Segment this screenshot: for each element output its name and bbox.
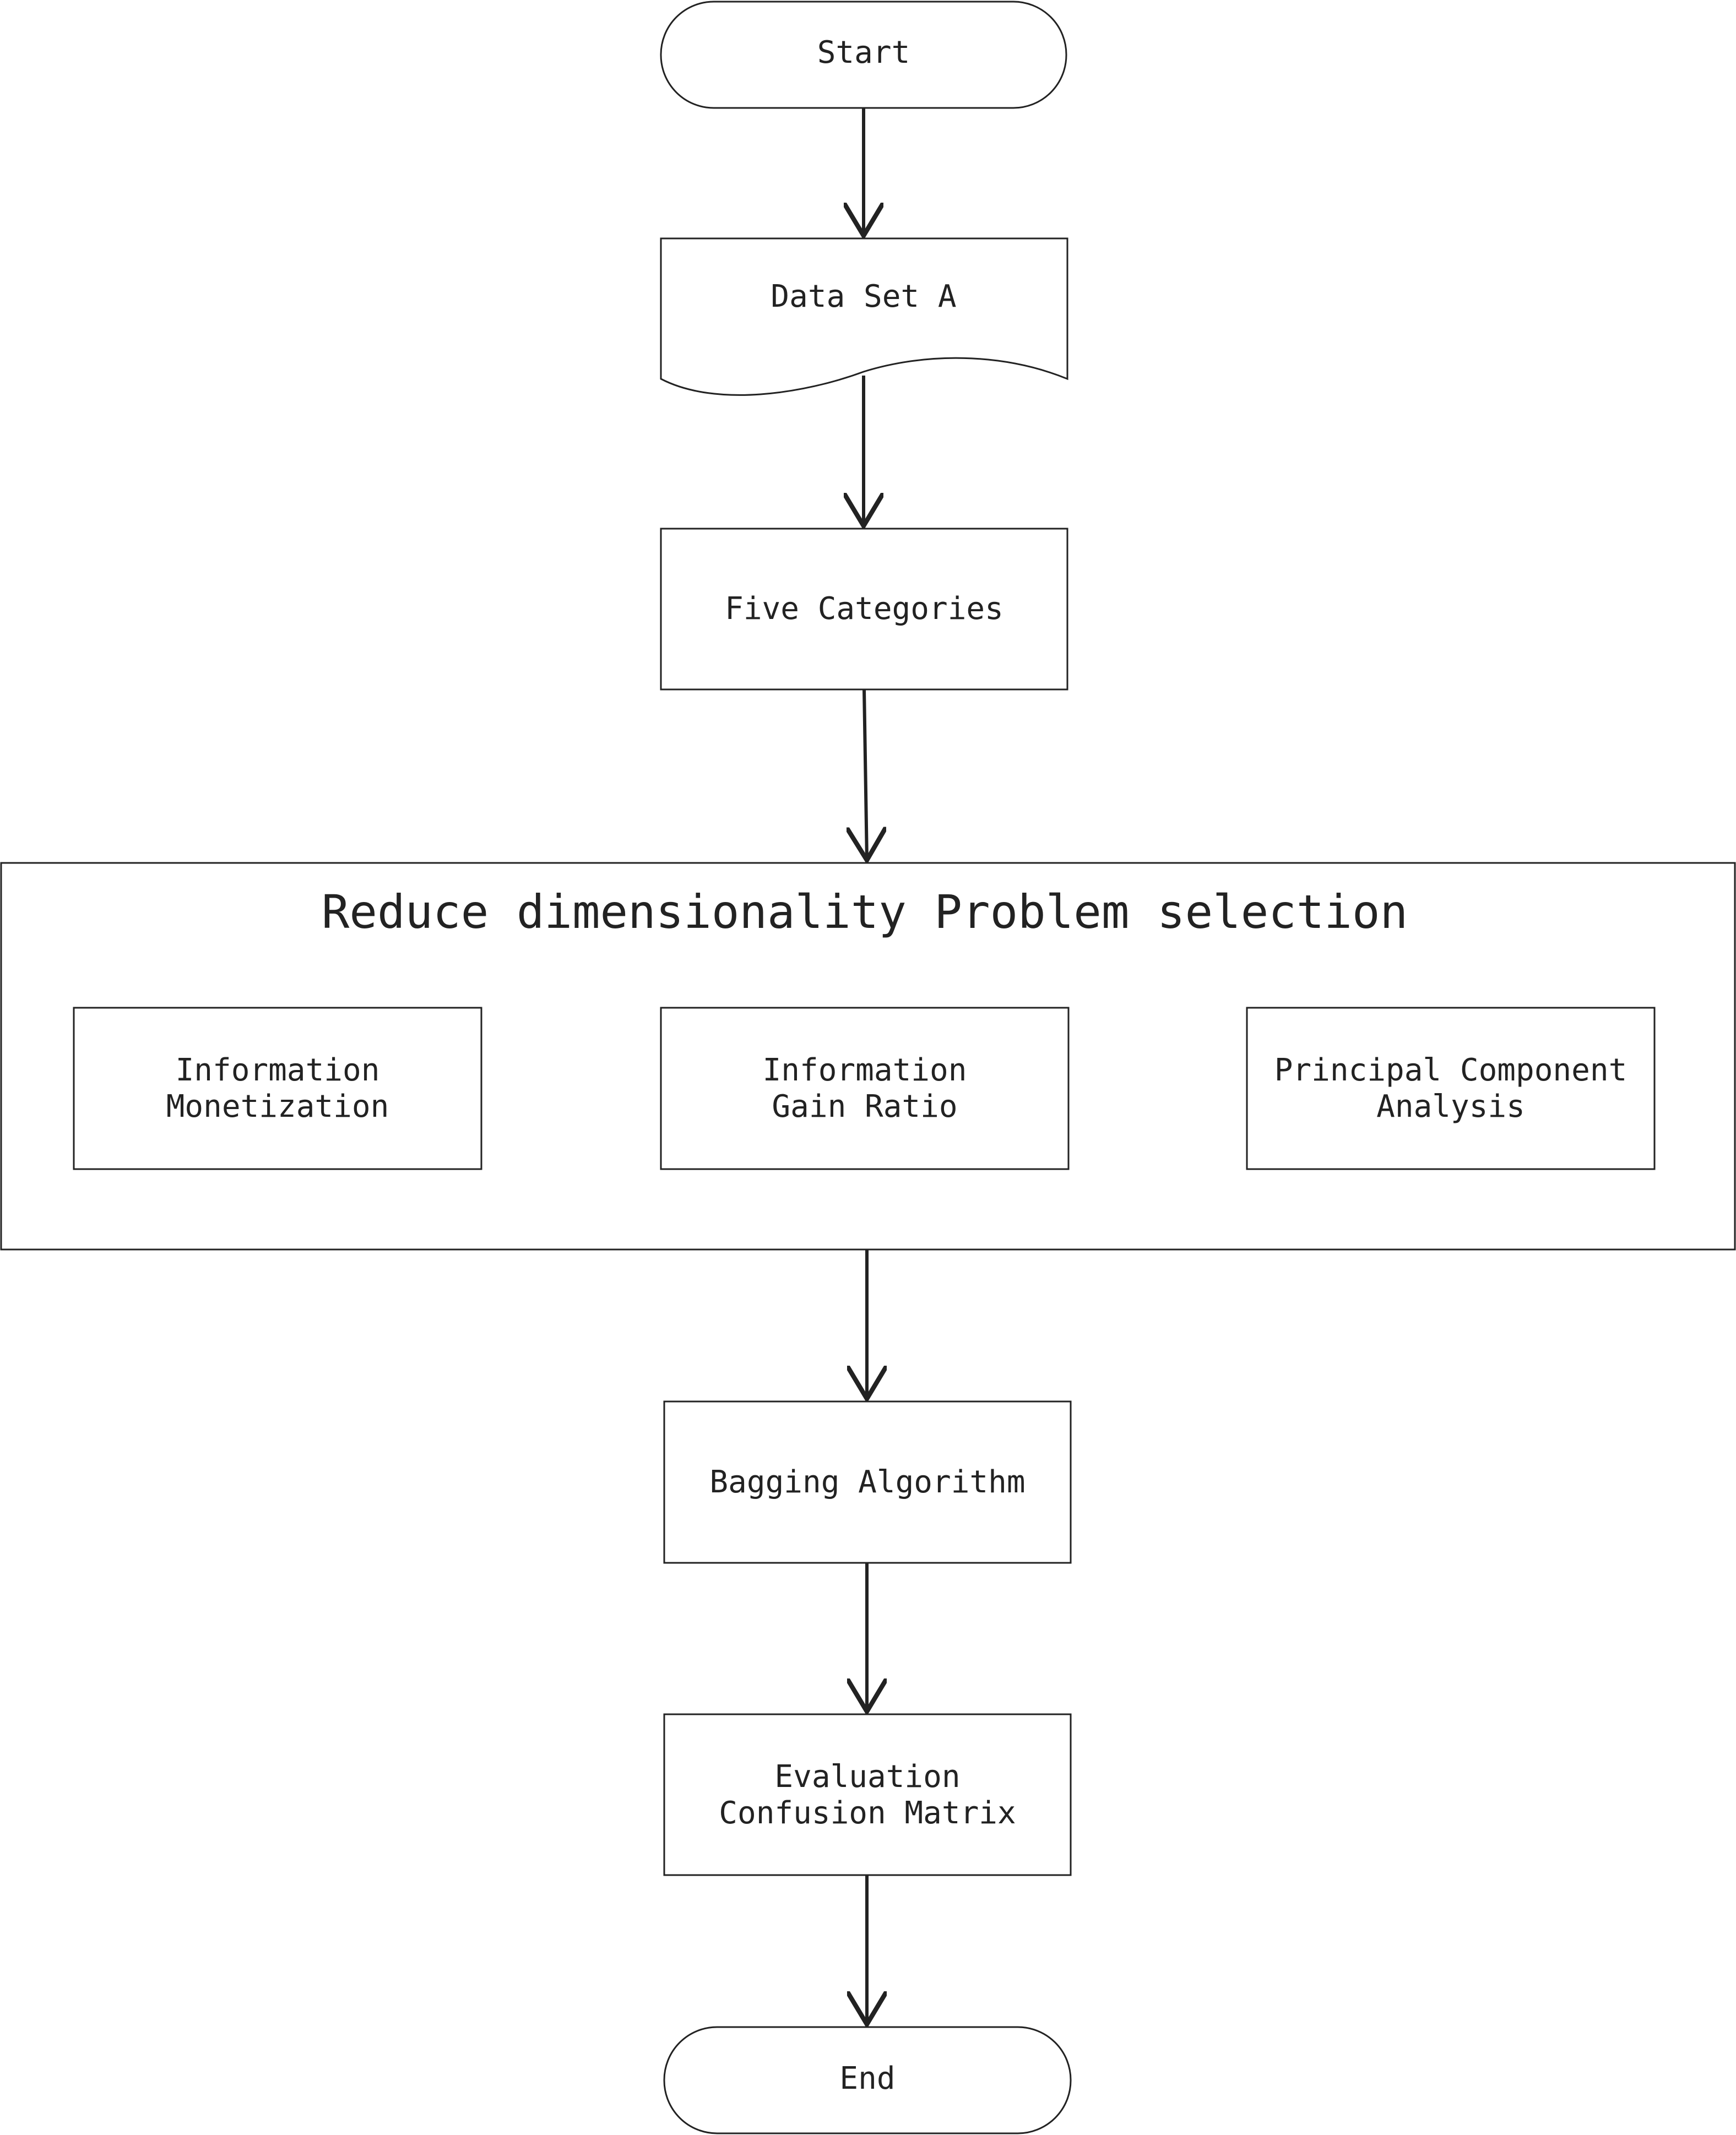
method-principal-component-analysis: Principal Component Analysis [1246,1007,1656,1170]
start-node: Start [660,1,1067,109]
bagging-shape [663,1400,1072,1564]
categories-label: Five Categories [725,591,1003,627]
evaluation-label-line2: Confusion Matrix [719,1795,1016,1831]
method-label-line2: Gain Ratio [772,1089,957,1124]
method-information-gain-ratio: Information Gain Ratio [660,1007,1070,1170]
method-label-line1: Principal Component [1274,1052,1628,1088]
categories-node: Five Categories [660,528,1068,691]
dataset-shape [660,237,1068,396]
bagging-node: Bagging Algorithm [663,1400,1072,1564]
evaluation-label-line1: Evaluation [774,1759,960,1795]
method-box [660,1007,1070,1170]
end-shape [663,2026,1072,2134]
reduce-container: Reduce dimensionality Problem selection … [0,862,1736,1251]
method-label-line1: Information [176,1052,380,1088]
dataset-node: Data Set A [660,237,1068,396]
method-box [73,1007,482,1170]
evaluation-shape [663,1713,1072,1876]
method-box [1246,1007,1656,1170]
reduce-title: Reduce dimensionality Problem selection [322,885,1408,939]
start-label: Start [817,35,910,70]
categories-shape [660,528,1068,691]
end-node: End [663,2026,1072,2134]
bagging-label: Bagging Algorithm [709,1464,1025,1500]
method-label-line1: Information [763,1052,967,1088]
arrow-categories-to-reduce [864,689,867,860]
method-label-line2: Analysis [1376,1089,1525,1124]
end-label: End [839,2061,895,2096]
dataset-label: Data Set A [771,279,956,314]
method-label-line2: Monetization [166,1089,389,1124]
method-information-monetization: Information Monetization [73,1007,482,1170]
evaluation-node: Evaluation Confusion Matrix [663,1713,1072,1876]
